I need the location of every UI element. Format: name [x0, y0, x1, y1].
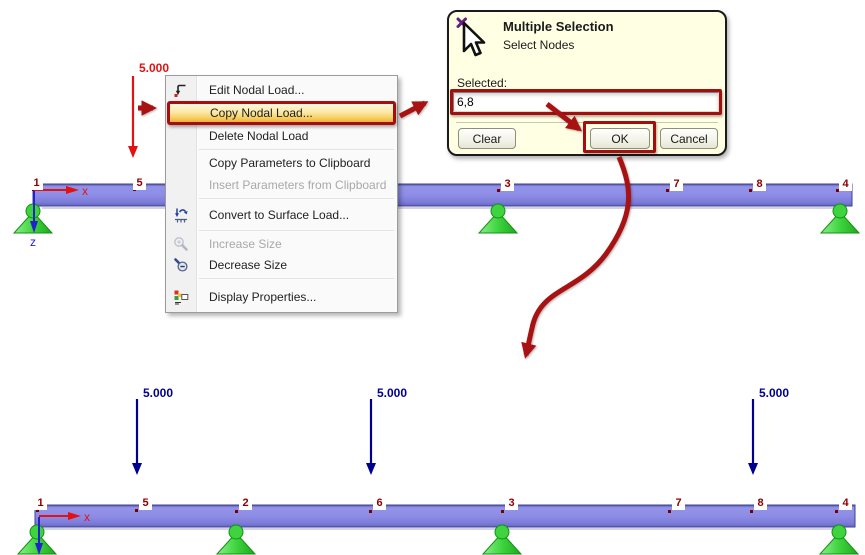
selected-label: Selected:	[457, 76, 508, 90]
menu-item-copy-parameters[interactable]: Copy Parameters to Clipboard	[166, 152, 397, 174]
node-label[interactable]: 5	[139, 496, 152, 510]
support-icon	[481, 524, 523, 555]
x-axis-label: x	[84, 510, 90, 524]
support-icon	[818, 524, 860, 555]
load-value-label: 5.000	[139, 61, 170, 75]
beam-shadow	[44, 528, 844, 530]
dialog-separator	[456, 122, 718, 124]
node-label[interactable]: 7	[672, 496, 685, 510]
menu-separator	[166, 147, 397, 152]
node-label[interactable]: 8	[753, 177, 766, 191]
dialog-title: Multiple Selection	[503, 19, 614, 34]
selected-nodal-load-arrow[interactable]	[128, 76, 138, 158]
node-label[interactable]: 6	[373, 496, 386, 510]
menu-item-label: Delete Nodal Load	[209, 129, 309, 143]
beam-member-bottom[interactable]	[34, 504, 856, 528]
zoom-in-icon	[173, 236, 189, 252]
menu-item-label: Decrease Size	[209, 258, 288, 272]
menu-separator	[166, 276, 397, 281]
z-axis-label: z	[30, 235, 36, 249]
menu-item-display-properties[interactable]: Display Properties...	[166, 281, 397, 312]
node-label[interactable]: 5	[133, 176, 146, 190]
menu-item-insert-parameters: Insert Parameters from Clipboard	[166, 174, 397, 196]
menu-item-label: Copy Nodal Load...	[210, 106, 313, 120]
display-properties-icon	[173, 289, 189, 305]
selected-input-highlight	[450, 89, 722, 115]
menu-item-label: Edit Nodal Load...	[209, 82, 305, 97]
convert-to-surface-load-icon	[173, 207, 189, 223]
node-label[interactable]: 8	[754, 496, 767, 510]
load-value-label: 5.000	[759, 386, 790, 400]
menu-item-label: Increase Size	[209, 236, 282, 251]
coordinate-axes-top: x z	[30, 184, 88, 249]
load-value-label: 5.000	[377, 386, 408, 400]
menu-separator	[166, 228, 397, 233]
node-label[interactable]: 2	[239, 496, 252, 510]
menu-item-edit-nodal-load[interactable]: Edit Nodal Load...	[166, 78, 397, 101]
support-icon	[477, 203, 519, 234]
menu-separator	[166, 196, 397, 201]
node-label[interactable]: 4	[839, 177, 852, 191]
menu-item-convert-to-surface-load[interactable]: Convert to Surface Load...	[166, 201, 397, 228]
selected-nodes-input[interactable]	[453, 92, 719, 112]
dialog-subtitle: Select Nodes	[503, 38, 575, 52]
multiple-selection-cursor-icon	[455, 16, 491, 58]
node-label[interactable]: 4	[839, 496, 852, 510]
node-label[interactable]: 1	[34, 496, 47, 510]
nodal-load-arrows[interactable]	[132, 399, 758, 475]
cancel-button[interactable]: Cancel	[660, 128, 718, 149]
nodal-load-icon	[173, 82, 189, 98]
menu-item-decrease-size[interactable]: Decrease Size	[166, 254, 397, 276]
menu-item-label: Convert to Surface Load...	[209, 207, 350, 222]
menu-item-label: Display Properties...	[209, 289, 317, 304]
node-markers-bottom[interactable]	[36, 509, 838, 513]
support-icon	[819, 203, 861, 234]
zoom-out-icon	[173, 257, 189, 273]
menu-item-label: Insert Parameters from Clipboard	[209, 178, 387, 192]
node-label[interactable]: 1	[30, 176, 43, 190]
multiple-selection-dialog: Multiple Selection Select Nodes Selected…	[447, 10, 727, 156]
load-value-label: 5.000	[143, 386, 174, 400]
ok-button[interactable]: OK	[590, 128, 650, 149]
beam-shadow	[42, 207, 842, 209]
menu-item-label: Copy Parameters to Clipboard	[209, 156, 371, 170]
support-icon	[215, 524, 257, 555]
node-label[interactable]: 3	[501, 177, 514, 191]
menu-item-delete-nodal-load[interactable]: Delete Nodal Load	[166, 125, 397, 147]
context-menu: Edit Nodal Load... Copy Nodal Load... De…	[165, 75, 398, 313]
clear-button[interactable]: Clear	[458, 128, 516, 149]
menu-item-copy-nodal-load[interactable]: Copy Nodal Load...	[167, 101, 396, 125]
node-label[interactable]: 7	[670, 177, 683, 191]
beam-member-top[interactable]	[32, 183, 853, 207]
node-label[interactable]: 3	[505, 496, 518, 510]
coordinate-axes-bottom: x	[35, 510, 90, 555]
menu-item-increase-size: Increase Size	[166, 233, 397, 254]
x-axis-label: x	[82, 184, 88, 198]
